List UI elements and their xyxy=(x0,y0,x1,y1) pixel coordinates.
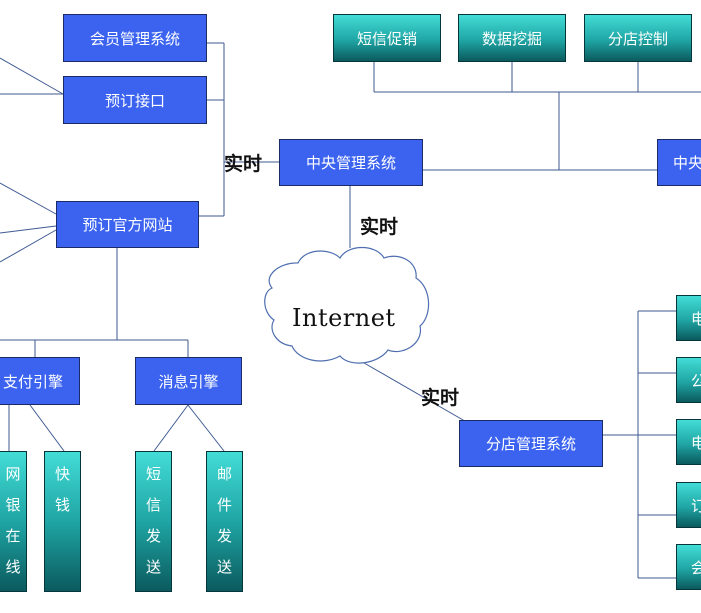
data-mining-label: 数据挖掘 xyxy=(481,29,542,48)
internet-label: Internet xyxy=(292,304,396,332)
internet-cloud xyxy=(264,246,430,364)
central-system-label: 中央管理系统 xyxy=(305,154,396,172)
realtime-label-center: 实时 xyxy=(360,216,399,238)
central-right-partial-node: 中央 xyxy=(657,139,701,186)
booking-interface-node: 预订接口 xyxy=(63,76,207,124)
central-right-partial-label: 中央 xyxy=(673,154,701,172)
right-partial-node-2: 公 xyxy=(676,357,701,403)
sms-send-char: 短 xyxy=(145,465,161,483)
sms-send-char: 送 xyxy=(145,558,161,576)
right-partial-label: 电 xyxy=(691,432,701,453)
online-banking-char: 银 xyxy=(5,496,21,514)
right-partial-node-1: 电 xyxy=(676,295,701,341)
right-partial-node-4: 订 xyxy=(676,482,701,528)
right-partial-label: 公 xyxy=(691,370,701,391)
message-engine-label: 消息引擎 xyxy=(158,372,219,391)
right-partial-node-5: 会 xyxy=(676,544,701,590)
kuaiqian-char: 快 xyxy=(54,465,70,483)
right-partial-label: 会 xyxy=(691,557,701,578)
email-send-char: 件 xyxy=(216,496,232,514)
sms-promo-node: 短信促销 xyxy=(333,14,441,62)
payment-engine-label: 支付引擎 xyxy=(2,372,63,391)
online-banking-char: 线 xyxy=(5,558,21,576)
member-system-node: 会员管理系统 xyxy=(63,14,207,62)
message-engine-node: 消息引擎 xyxy=(135,357,242,405)
realtime-label-bottom: 实时 xyxy=(421,387,460,409)
email-send-char: 发 xyxy=(216,527,232,545)
online-banking-node: 网 银 在 线 xyxy=(0,451,27,592)
sms-send-node: 短 信 发 送 xyxy=(135,451,172,592)
right-partial-label: 电 xyxy=(691,308,701,329)
booking-website-node: 预订官方网站 xyxy=(56,201,199,248)
booking-interface-label: 预订接口 xyxy=(104,91,165,110)
online-banking-char: 网 xyxy=(5,465,21,483)
branch-control-node: 分店控制 xyxy=(584,14,692,62)
branch-system-label: 分店管理系统 xyxy=(485,435,576,453)
booking-website-label: 预订官方网站 xyxy=(82,216,173,234)
kuaiqian-node: 快 钱 xyxy=(44,451,81,592)
branch-system-node: 分店管理系统 xyxy=(459,420,603,467)
sms-promo-label: 短信促销 xyxy=(356,29,417,48)
email-send-char: 邮 xyxy=(216,465,232,483)
member-system-label: 会员管理系统 xyxy=(89,29,180,48)
central-system-node: 中央管理系统 xyxy=(279,139,423,186)
email-send-char: 送 xyxy=(216,558,232,576)
online-banking-char: 在 xyxy=(5,527,21,545)
realtime-label-left: 实时 xyxy=(224,153,263,175)
email-send-node: 邮 件 发 送 xyxy=(206,451,243,592)
right-partial-node-3: 电 xyxy=(676,419,701,465)
data-mining-node: 数据挖掘 xyxy=(458,14,566,62)
kuaiqian-char: 钱 xyxy=(54,496,70,514)
branch-control-label: 分店控制 xyxy=(607,29,668,48)
payment-engine-node: 支付引擎 xyxy=(0,357,80,405)
right-partial-label: 订 xyxy=(691,495,701,516)
sms-send-char: 信 xyxy=(145,496,161,514)
sms-send-char: 发 xyxy=(145,527,161,545)
